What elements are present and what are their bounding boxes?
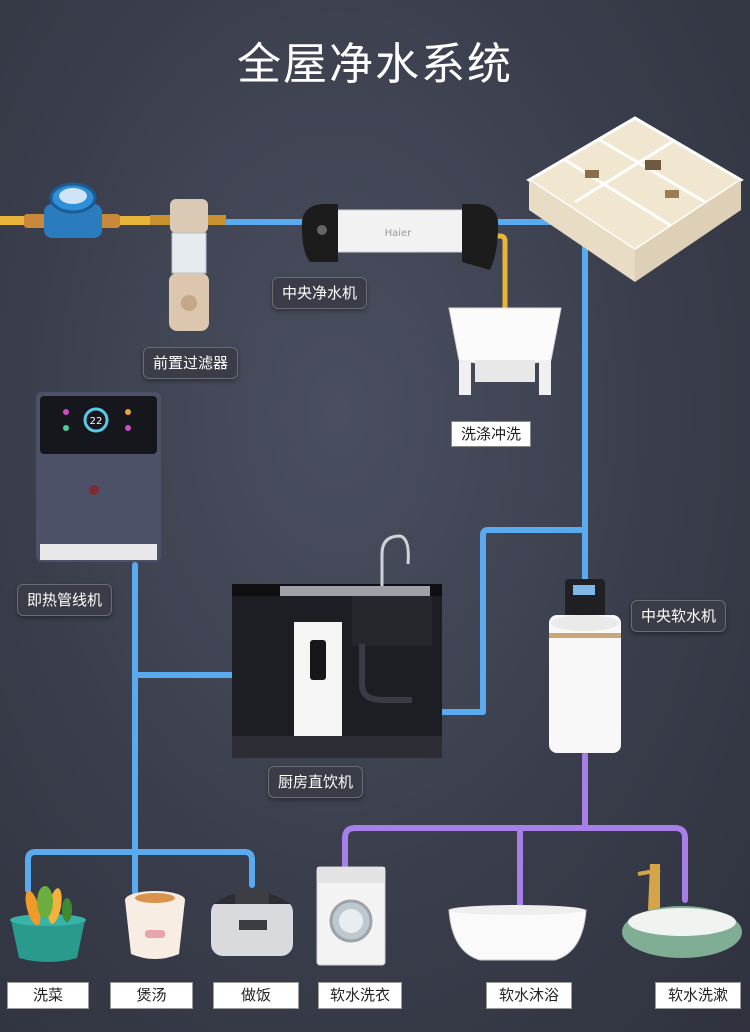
rice-cooker-icon bbox=[211, 890, 293, 956]
central-purifier-device: Haier bbox=[301, 204, 499, 270]
house-icon bbox=[526, 116, 744, 282]
label-washbasin: 洗涤冲洗 bbox=[451, 421, 532, 447]
label-central-purifier: 中央净水机 bbox=[272, 277, 368, 309]
bathtub-icon bbox=[448, 905, 587, 961]
label-soup: 煲汤 bbox=[110, 982, 193, 1009]
label-prefilter: 前置过滤器 bbox=[143, 347, 239, 379]
basin-yellow-pipe bbox=[485, 233, 508, 315]
label-kitchen-purifier: 厨房直饮机 bbox=[268, 766, 364, 798]
page-title: 全屋净水系统 bbox=[237, 39, 513, 90]
label-wash: 软水洗漱 bbox=[655, 982, 741, 1009]
wash-basin-icon bbox=[622, 864, 742, 958]
svg-text:Haier: Haier bbox=[385, 228, 413, 239]
label-wash-vegetables: 洗菜 bbox=[7, 982, 89, 1009]
svg-text:22: 22 bbox=[90, 416, 103, 427]
label-central-softener: 中央软水机 bbox=[631, 600, 727, 632]
label-instant-heater: 即热管线机 bbox=[17, 584, 113, 616]
vegetable-basket-icon bbox=[10, 886, 86, 962]
purple-pipes bbox=[342, 752, 688, 908]
washing-machine-icon bbox=[316, 866, 386, 966]
label-laundry: 软水洗衣 bbox=[318, 982, 402, 1009]
softener-feed-pipe bbox=[342, 237, 588, 715]
soup-pot-icon bbox=[125, 891, 185, 959]
kitchen-cabinet-device bbox=[232, 534, 442, 758]
label-bath: 软水沐浴 bbox=[486, 982, 572, 1009]
rice-pipe bbox=[132, 849, 255, 888]
softener-device bbox=[549, 579, 621, 753]
soft-distribution-pipe bbox=[342, 825, 688, 903]
label-rice: 做饭 bbox=[213, 982, 299, 1009]
prefilter-device bbox=[150, 199, 226, 331]
instant-heater-device: 22 bbox=[36, 392, 161, 562]
water-meter-icon bbox=[24, 182, 120, 238]
washbasin-device bbox=[448, 307, 562, 395]
cold-left-pipe bbox=[25, 562, 138, 893]
